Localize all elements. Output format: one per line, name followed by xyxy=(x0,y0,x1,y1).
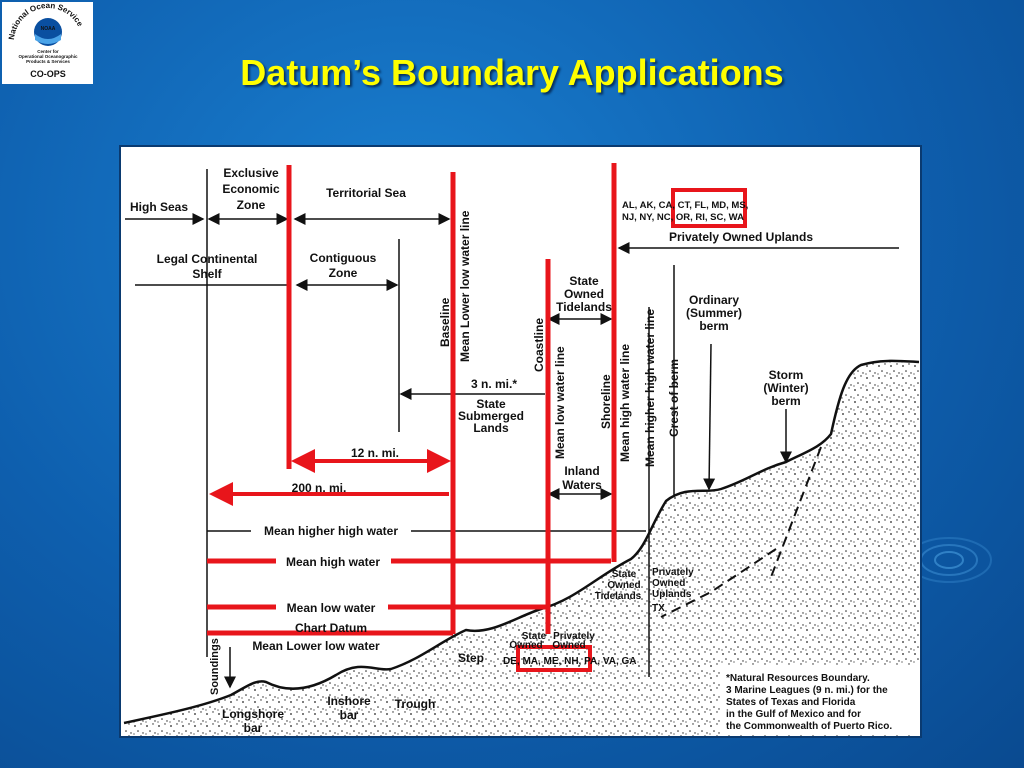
label-200-nmi: 200 n. mi. xyxy=(292,481,347,495)
label-12-nmi: 12 n. mi. xyxy=(351,446,399,460)
label-mhw: Mean high water xyxy=(286,555,380,569)
svg-text:Ordinary: Ordinary xyxy=(689,293,739,307)
label-step: Step xyxy=(458,651,484,665)
label-crest-berm: Crest of berm xyxy=(667,359,681,437)
svg-text:berm: berm xyxy=(771,394,800,408)
label-mhhw: Mean higher high water xyxy=(264,524,398,538)
label-eez-2: Economic xyxy=(222,182,280,196)
seafloor-profile xyxy=(124,360,919,736)
svg-text:Owned: Owned xyxy=(564,287,604,301)
label-eez-3: Zone xyxy=(237,198,266,212)
svg-text:bar: bar xyxy=(340,708,359,722)
svg-text:Owned: Owned xyxy=(607,580,640,591)
svg-text:Center for: Center for xyxy=(37,49,59,54)
svg-text:State: State xyxy=(476,397,506,411)
svg-text:berm: berm xyxy=(699,319,728,333)
label-territorial-sea: Territorial Sea xyxy=(326,186,406,200)
label-shoreline: Shoreline xyxy=(599,374,613,429)
svg-text:NOAA: NOAA xyxy=(41,26,56,32)
label-mllw: Mean Lower low water xyxy=(252,639,380,653)
svg-text:(Winter): (Winter) xyxy=(763,381,808,395)
svg-text:Waters: Waters xyxy=(562,478,602,492)
nos-logo: National Ocean Service NOAA Center for O… xyxy=(2,1,93,84)
label-contiguous-2: Zone xyxy=(329,266,358,280)
svg-text:bar: bar xyxy=(244,721,263,735)
label-mllw-line: Mean Lower low water line xyxy=(458,210,472,362)
svg-text:(Summer): (Summer) xyxy=(686,306,742,320)
svg-text:*Natural Resources Boundary.: *Natural Resources Boundary. xyxy=(726,673,870,684)
svg-text:State: State xyxy=(522,631,547,642)
label-mhw-line: Mean high water line xyxy=(618,344,632,462)
svg-text:3 n. mi.*: 3 n. mi.* xyxy=(471,377,517,391)
svg-text:Submerged: Submerged xyxy=(458,409,524,423)
svg-text:Operational Oceanographic: Operational Oceanographic xyxy=(18,54,78,59)
states-top-line1: AL, AK, CA, CT, FL, MD, MS, xyxy=(622,200,748,211)
states-top-line2: NJ, NY, NC, OR, RI, SC, WA xyxy=(622,212,744,223)
svg-text:States of Texas and Florida: States of Texas and Florida xyxy=(726,697,856,708)
svg-text:Inshore: Inshore xyxy=(327,694,371,708)
diagram-panel: High Seas Exclusive Economic Zone Territ… xyxy=(119,145,922,738)
svg-text:CO-OPS: CO-OPS xyxy=(30,69,66,79)
label-legal-shelf-1: Legal Continental xyxy=(157,252,258,266)
svg-text:Uplands: Uplands xyxy=(652,589,692,600)
label-mlw: Mean low water xyxy=(287,601,376,615)
label-private-uplands: Privately Owned Uplands xyxy=(669,230,813,244)
svg-text:Owned: Owned xyxy=(652,578,685,589)
svg-text:Longshore: Longshore xyxy=(222,707,284,721)
svg-text:Products & Services: Products & Services xyxy=(26,59,70,64)
svg-text:Privately: Privately xyxy=(553,631,595,642)
label-tx: TX xyxy=(652,603,665,614)
states-bottom: DE, MA, ME, NH, PA, VA, GA xyxy=(503,656,637,667)
svg-text:3 Marine Leagues (9 n. mi.) fo: 3 Marine Leagues (9 n. mi.) for the xyxy=(726,685,888,696)
svg-text:Owned: Owned xyxy=(552,640,585,651)
label-coastline: Coastline xyxy=(532,318,546,372)
svg-text:State: State xyxy=(612,569,637,580)
label-baseline: Baseline xyxy=(438,297,452,347)
svg-text:Owned: Owned xyxy=(509,640,542,651)
svg-text:in the Gulf of Mexico and for: in the Gulf of Mexico and for xyxy=(726,709,861,720)
label-mlw-line: Mean low water line xyxy=(553,346,567,459)
label-eez-1: Exclusive xyxy=(223,166,279,180)
svg-text:Tidelands: Tidelands xyxy=(595,591,642,602)
label-chart-datum: Chart Datum xyxy=(295,621,367,635)
states-bottom-highlight xyxy=(516,645,592,672)
label-soundings: Soundings xyxy=(209,638,221,695)
label-contiguous-1: Contiguous xyxy=(310,251,377,265)
svg-text:State: State xyxy=(569,274,599,288)
svg-text:Privately: Privately xyxy=(652,567,694,578)
svg-text:the Commonwealth of Puerto Ric: the Commonwealth of Puerto Rico. xyxy=(726,721,892,732)
slide-title: Datum’s Boundary Applications xyxy=(240,52,784,93)
svg-text:Inland: Inland xyxy=(564,464,599,478)
label-trough: Trough xyxy=(395,697,436,711)
datum-diagram: High Seas Exclusive Economic Zone Territ… xyxy=(123,163,920,736)
svg-text:Lands: Lands xyxy=(473,421,509,435)
label-mhhw-line: Mean higher high water line xyxy=(643,309,657,467)
svg-text:Tidelands: Tidelands xyxy=(556,300,612,314)
states-top-highlight xyxy=(671,188,747,228)
svg-text:Storm: Storm xyxy=(769,368,804,382)
label-legal-shelf-2: Shelf xyxy=(192,267,222,281)
label-high-seas: High Seas xyxy=(130,200,188,214)
